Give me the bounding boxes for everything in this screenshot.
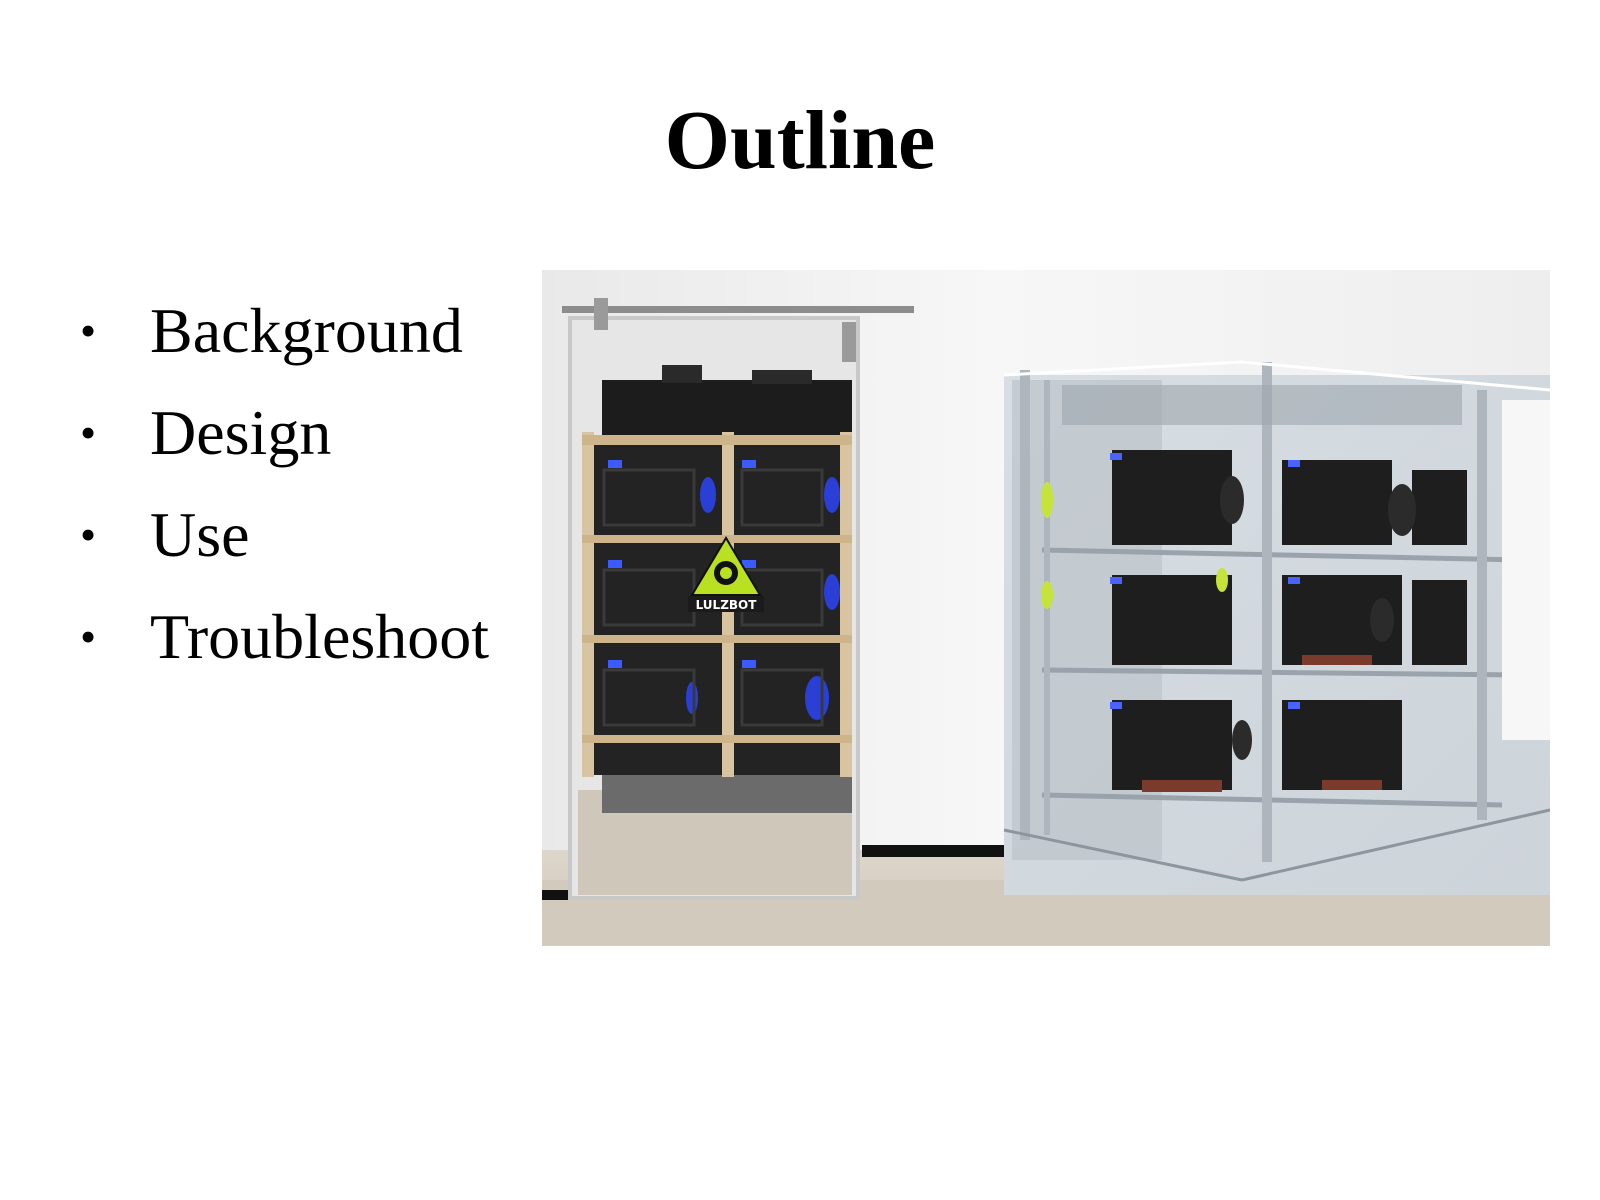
- bullet-list: • Background • Design • Use • Troublesho…: [80, 280, 489, 688]
- lulzbot-logo-icon: LULZBOT: [688, 536, 764, 612]
- bullet-dot-icon: •: [80, 509, 97, 560]
- bullet-text: Troubleshoot: [150, 601, 490, 672]
- bullet-dot-icon: •: [80, 407, 97, 458]
- bullet-item: • Design: [80, 382, 489, 484]
- bullet-text: Use: [150, 499, 250, 570]
- printer-farm-photo: LULZBOT: [542, 270, 1550, 946]
- bullet-dot-icon: •: [80, 305, 97, 356]
- bullet-dot-icon: •: [80, 611, 97, 662]
- svg-text:LULZBOT: LULZBOT: [696, 598, 758, 612]
- bullet-item: • Use: [80, 484, 489, 586]
- bullet-text: Design: [150, 397, 332, 468]
- bullet-item: • Background: [80, 280, 489, 382]
- slide-title: Outline: [664, 94, 936, 187]
- bullet-item: • Troubleshoot: [80, 586, 489, 688]
- bullet-text: Background: [150, 295, 463, 366]
